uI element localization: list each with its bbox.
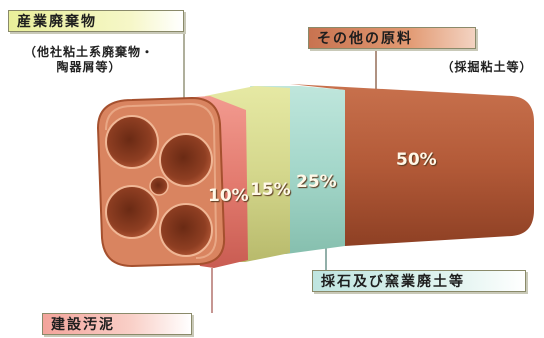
industrial-waste-label: 産業廃棄物 (8, 10, 184, 32)
hole-bottom-left (105, 185, 159, 239)
other-raw-materials-sublabel: （採掘粘土等） (441, 60, 533, 74)
other-percent: 50% (396, 150, 437, 170)
industrial-waste-sub-line1: （他社粘土系廃棄物・ (23, 45, 154, 59)
hole-center (149, 176, 169, 196)
quarry-percent: 25% (296, 172, 337, 192)
industrial-waste-sublabel: （他社粘土系廃棄物・ 陶器屑等） (4, 45, 174, 75)
industrial-waste-sub-line2: 陶器屑等） (56, 60, 122, 74)
hole-top-left (105, 115, 159, 169)
quarry-waste-label: 採石及び窯業廃土等 (312, 270, 526, 292)
sludge-percent: 10% (208, 186, 249, 206)
hole-bottom-right (159, 203, 213, 257)
construction-sludge-label: 建設汚泥 (42, 313, 192, 335)
industrial-percent: 15% (250, 180, 291, 200)
other-raw-materials-label: その他の原料 (308, 27, 476, 49)
segment-other (290, 84, 534, 246)
hole-top-right (159, 133, 213, 187)
